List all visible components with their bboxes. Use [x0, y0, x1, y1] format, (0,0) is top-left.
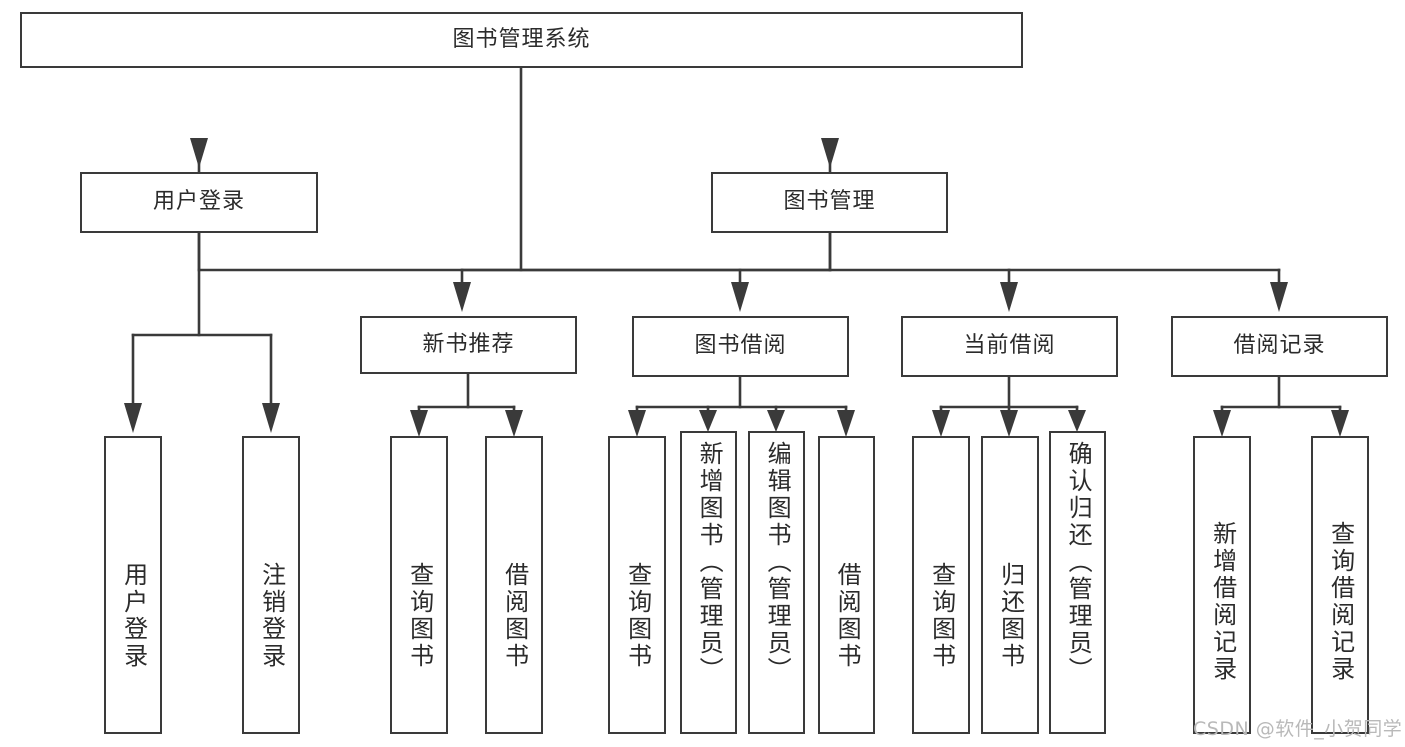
- leaf-borrow-record-add-record[interactable]: 新增借阅记录: [1193, 436, 1251, 734]
- arrowhead-bb-leaf-4: [837, 410, 855, 437]
- arrowhead-current-borrow: [1000, 282, 1018, 312]
- node-label: 查询图书: [405, 562, 434, 670]
- node-user-login[interactable]: 用户登录: [80, 172, 318, 233]
- node-label: 查询借阅记录: [1326, 521, 1355, 683]
- arrowhead-br-leaf-1: [1213, 410, 1231, 437]
- arrowhead-cb-leaf-2: [1000, 410, 1018, 437]
- arrowhead-borrow-record: [1270, 282, 1288, 312]
- leaf-book-borrow-edit-book-admin[interactable]: 编辑图书（管理员）: [748, 431, 805, 734]
- node-label: 借阅图书: [500, 562, 529, 670]
- arrowhead-cb-leaf-1: [932, 410, 950, 437]
- node-label: 查询图书: [927, 562, 956, 670]
- arrowhead-user-login: [190, 138, 208, 168]
- node-root-book-management-system[interactable]: 图书管理系统: [20, 12, 1023, 68]
- node-label: 确认归还（管理员）: [1064, 441, 1093, 684]
- arrowhead-br-leaf-2: [1331, 410, 1349, 437]
- arrowhead-nb-leaf-2: [505, 410, 523, 437]
- leaf-user-login-logout[interactable]: 注销登录: [242, 436, 300, 734]
- node-label: 图书借阅: [694, 333, 787, 359]
- node-label: 归还图书: [996, 562, 1025, 670]
- arrowhead-bb-leaf-3: [767, 410, 785, 432]
- node-label: 编辑图书（管理员）: [763, 441, 792, 684]
- arrowhead-leaf-logout: [262, 403, 280, 433]
- arrowhead-cb-leaf-3: [1068, 410, 1086, 432]
- node-label: 查询图书: [623, 562, 652, 670]
- node-label: 新增借阅记录: [1208, 521, 1237, 683]
- node-current-borrow[interactable]: 当前借阅: [901, 316, 1118, 377]
- leaf-new-book-query-book[interactable]: 查询图书: [390, 436, 448, 734]
- leaf-current-borrow-query-book[interactable]: 查询图书: [912, 436, 970, 734]
- node-label: 用户登录: [152, 189, 245, 215]
- node-book-management[interactable]: 图书管理: [711, 172, 948, 233]
- arrowhead-nb-leaf-1: [410, 410, 428, 437]
- node-new-book-recommend[interactable]: 新书推荐: [360, 316, 577, 374]
- node-borrow-record[interactable]: 借阅记录: [1171, 316, 1388, 377]
- arrowhead-book-manage: [821, 138, 839, 168]
- leaf-current-borrow-confirm-return-admin[interactable]: 确认归还（管理员）: [1049, 431, 1106, 734]
- leaf-book-borrow-add-book-admin[interactable]: 新增图书（管理员）: [680, 431, 737, 734]
- leaf-user-login-login[interactable]: 用户登录: [104, 436, 162, 734]
- node-book-borrow[interactable]: 图书借阅: [632, 316, 849, 377]
- leaf-book-borrow-borrow-book[interactable]: 借阅图书: [818, 436, 875, 734]
- leaf-current-borrow-return-book[interactable]: 归还图书: [981, 436, 1039, 734]
- node-label: 借阅图书: [833, 562, 862, 670]
- node-label: 图书管理系统: [452, 26, 591, 52]
- arrowhead-book-borrow: [731, 282, 749, 312]
- leaf-book-borrow-query-book[interactable]: 查询图书: [608, 436, 666, 734]
- node-label: 用户登录: [119, 562, 148, 670]
- node-label: 当前借阅: [963, 333, 1056, 359]
- arrowhead-bb-leaf-1: [628, 410, 646, 437]
- node-label: 新书推荐: [422, 331, 515, 357]
- leaf-borrow-record-query-record[interactable]: 查询借阅记录: [1311, 436, 1369, 734]
- csdn-watermark: CSDN @软件_小贺同学: [1193, 718, 1403, 740]
- arrowhead-new-book: [453, 282, 471, 312]
- arrowhead-bb-leaf-2: [699, 410, 717, 432]
- node-label: 图书管理: [783, 189, 876, 215]
- arrowhead-leaf-user-login: [124, 403, 142, 433]
- node-label: 借阅记录: [1233, 333, 1326, 359]
- leaf-new-book-borrow-book[interactable]: 借阅图书: [485, 436, 543, 734]
- node-label: 新增图书（管理员）: [695, 441, 724, 684]
- node-label: 注销登录: [257, 562, 286, 670]
